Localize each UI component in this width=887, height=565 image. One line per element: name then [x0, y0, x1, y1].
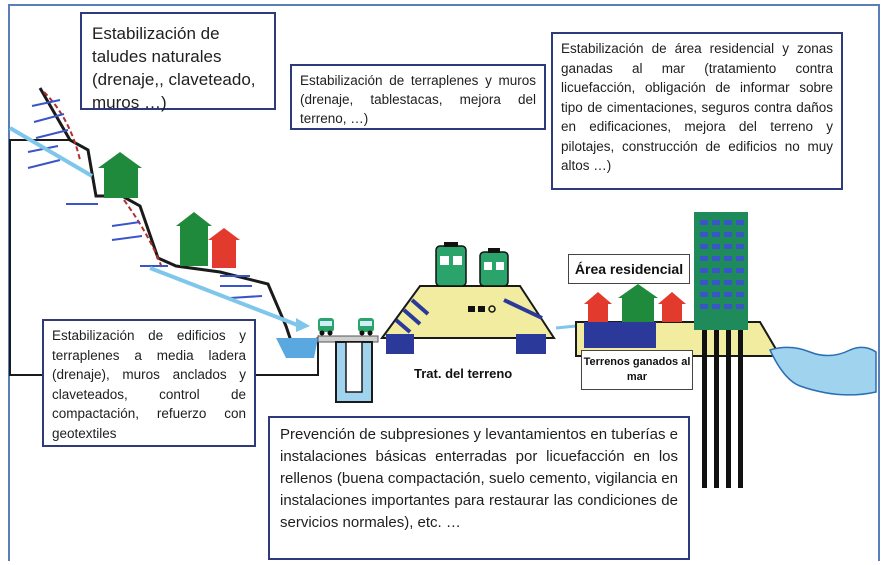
box-subpresiones: Prevención de subpresiones y levantamien… — [268, 416, 690, 560]
house-res-red-1 — [584, 292, 612, 322]
house-res-red-2 — [658, 292, 686, 322]
ditch-water — [276, 338, 318, 358]
train-car-2 — [479, 248, 509, 287]
label-terrenos-ganados: Terrenos ganados al mar — [581, 350, 693, 390]
piles — [702, 330, 743, 488]
box-taludes: Estabilización de taludes naturales (dre… — [80, 12, 276, 112]
label-trat-terreno: Trat. del terreno — [414, 366, 513, 381]
house-mid-red — [208, 228, 240, 268]
box-edificios: Estabilización de edificios y terraplene… — [42, 319, 256, 447]
house-top — [98, 152, 142, 198]
drains — [8, 126, 301, 328]
buried-utilities — [317, 318, 379, 403]
reclaimed-land — [575, 212, 877, 488]
train-car-1 — [435, 242, 467, 287]
box-residencial: Estabilización de área residencial y zon… — [551, 32, 843, 190]
nails — [27, 99, 263, 299]
sea — [768, 346, 877, 396]
car-1 — [318, 318, 334, 336]
house-mid-green — [176, 212, 212, 266]
slip-surface-lower — [123, 199, 163, 269]
label-area-residencial: Área residencial — [568, 254, 690, 284]
house-res-green — [618, 284, 658, 322]
embankment — [380, 242, 577, 354]
box-terraplenes: Estabilización de terraplenes y muros (d… — [290, 64, 546, 130]
car-2 — [358, 318, 374, 336]
drain-arrow — [296, 318, 310, 332]
tall-building — [694, 212, 748, 330]
